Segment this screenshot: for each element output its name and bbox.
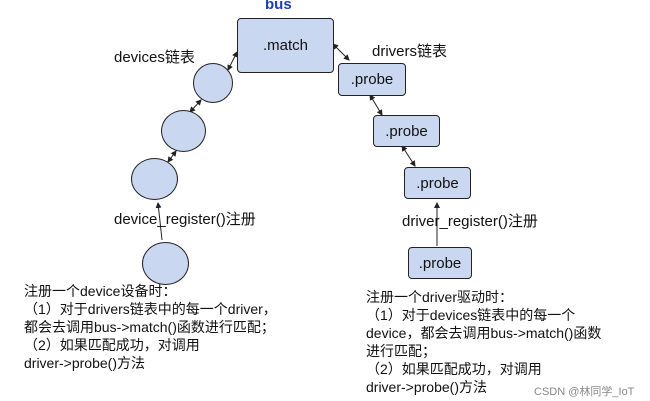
driver-desc-line: （1）对于devices链表中的每一个 [366,307,576,323]
probe-box-3: .probe [404,167,471,199]
driver-desc-line: driver->probe()方法 [366,379,487,395]
device-desc-line: 注册一个device设备时： [24,283,177,299]
bus-match-box: .match [237,18,334,73]
driver-register-label: driver_register()注册 [402,213,538,230]
arrow-probe1-probe2 [369,94,383,116]
watermark: CSDN @林同学_IoT [534,386,635,398]
probe-box-1: .probe [338,63,406,96]
device-desc-line: （2）如果匹配成功，对调用 [24,337,200,353]
driver-register-description: 注册一个driver驱动时： （1）对于devices链表中的每一个 devic… [366,288,601,396]
bus-title: bus [265,0,292,13]
driver-desc-line: 注册一个driver驱动时： [366,289,514,305]
arrow-device2-device3 [167,150,177,163]
probe-box-4: .probe [408,247,472,279]
arrow-match-probe1 [332,43,350,61]
device-node-4 [142,242,189,285]
arrow-device1-device2 [189,99,202,113]
device-register-label: device_register()注册 [114,211,256,228]
driver-desc-line: device，都会去调用bus->match()函数 [366,325,602,341]
probe-box-2: .probe [373,115,440,147]
arrow-match-device1 [227,51,238,71]
drivers-list-label: drivers链表 [372,43,448,60]
device-node-1 [193,63,233,103]
device-desc-line: （1）对于drivers链表中的每一个driver， [24,301,277,317]
arrow-probe2-probe3 [401,145,416,167]
arrow-device4-device3 [155,202,163,241]
driver-desc-line: 进行匹配； [366,343,436,359]
driver-desc-line: （2）如果匹配成功，对调用 [366,361,542,377]
device-desc-line: 都会去调用bus->match()函数进行匹配； [24,319,275,335]
devices-list-label: devices链表 [114,49,195,66]
device-node-2 [161,110,206,152]
device-desc-line: driver->probe()方法 [24,355,145,371]
device-register-description: 注册一个device设备时： （1）对于drivers链表中的每一个driver… [24,282,277,372]
device-node-3 [131,158,178,200]
